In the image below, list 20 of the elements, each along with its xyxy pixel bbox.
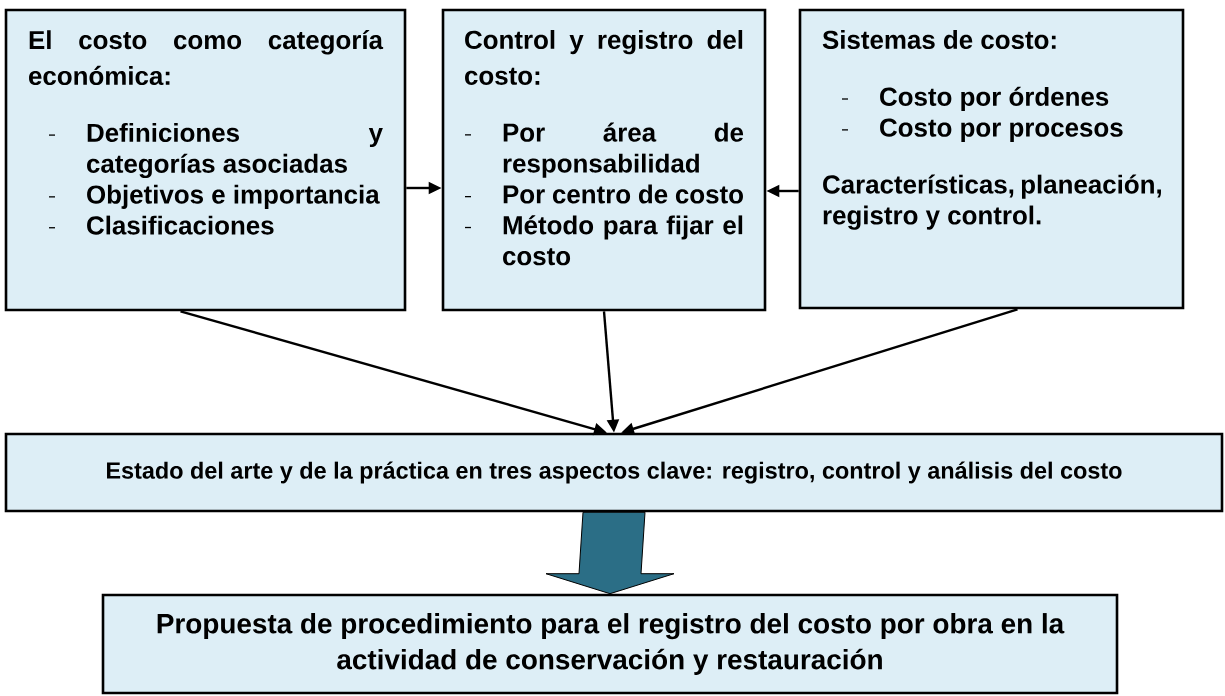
list-item: Costo por procesos	[880, 118, 1123, 142]
text-box	[4, 8, 407, 312]
text-box	[441, 8, 767, 312]
block-arrow	[545, 511, 675, 595]
box-text: Propuesta de procedimiento para el registro del costo por obra en la actividad de conservación y restauración	[157, 613, 1065, 675]
list-item: Clasificaciones	[87, 215, 274, 235]
box-text: Características, planeación, registro y control.	[823, 174, 1161, 230]
list-item: Por centro de costo	[503, 184, 743, 204]
list-item: Método para fijar el costo	[503, 215, 743, 266]
list-item: Por área de responsabilidad	[503, 122, 744, 178]
text-box	[798, 8, 1185, 310]
box-heading: Sistemas de costo:	[822, 30, 1056, 49]
box-heading: El costo como categoría económica:	[29, 30, 384, 86]
text-box	[4, 432, 1224, 513]
list-item: Costo por órdenes	[880, 86, 1109, 112]
box-text: Estado del arte y de la práctica en tres aspectos clave: registro, control y análisis del costo	[107, 461, 1122, 484]
list-item: Definiciones y categorías asociadas	[87, 123, 383, 179]
list-item: Objetivos e importancia	[87, 184, 380, 209]
text-box	[101, 593, 1119, 695]
box-heading: Control y registro del costo:	[465, 30, 743, 85]
